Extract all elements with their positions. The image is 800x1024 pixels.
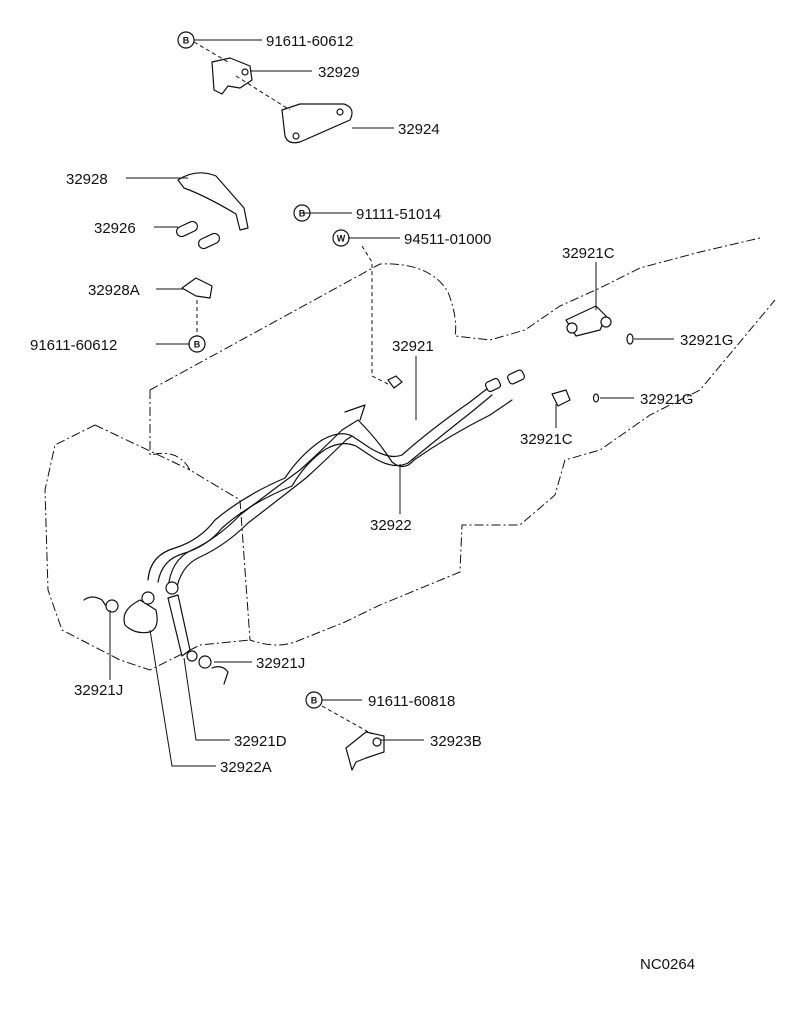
label-32922a: 32922A bbox=[220, 759, 272, 776]
label-32922: 32922 bbox=[370, 517, 412, 534]
bolt-symbol-text: B bbox=[299, 209, 306, 219]
fuel-pipe-32922 bbox=[167, 399, 513, 593]
engine-outline bbox=[44, 237, 776, 671]
bracket-32924 bbox=[281, 103, 353, 144]
label-32926: 32926 bbox=[94, 220, 136, 237]
label-32921j-right: 32921J bbox=[256, 655, 305, 672]
bolt-symbol-text: B bbox=[183, 36, 190, 46]
clamps-32921j bbox=[83, 596, 229, 685]
bolt-symbol-91111: B bbox=[293, 204, 311, 222]
clip-32928a bbox=[181, 277, 213, 299]
union-32921c bbox=[551, 305, 612, 407]
bolt-symbol-mid: B bbox=[188, 335, 206, 353]
bolt-symbol-bottom: B bbox=[305, 691, 323, 709]
part-labels: 91611-60612 32929 32924 32928 32926 9111… bbox=[30, 33, 733, 776]
label-32921c-mid: 32921C bbox=[520, 431, 573, 448]
washer-symbol-text: W bbox=[337, 234, 346, 244]
bolt-symbol-text: B bbox=[194, 340, 201, 350]
label-94511-01000: 94511-01000 bbox=[404, 231, 491, 248]
label-91611-60612-top: 91611-60612 bbox=[266, 33, 353, 50]
hose-32922a bbox=[123, 591, 158, 634]
bracket-32929 bbox=[211, 57, 253, 95]
assembly-lines bbox=[193, 41, 389, 735]
gaskets-32921g bbox=[592, 333, 634, 403]
pipe-end-fittings bbox=[387, 369, 525, 393]
label-91611-60612-mid: 91611-60612 bbox=[30, 337, 117, 354]
grommets-32926 bbox=[175, 220, 221, 250]
bracket-32928 bbox=[177, 172, 249, 231]
bolt-symbol-top: B bbox=[177, 31, 195, 49]
label-32921: 32921 bbox=[392, 338, 434, 355]
label-91611-60818: 91611-60818 bbox=[368, 693, 455, 710]
label-32929: 32929 bbox=[318, 64, 360, 81]
label-32921c-top: 32921C bbox=[562, 245, 615, 262]
fuel-pipe-32921 bbox=[147, 387, 493, 583]
bracket-32923b bbox=[345, 731, 385, 771]
label-32921g-top: 32921G bbox=[680, 332, 733, 349]
label-32924: 32924 bbox=[398, 121, 440, 138]
hose-32921d bbox=[165, 581, 191, 657]
label-32928a: 32928A bbox=[88, 282, 140, 299]
label-32921d: 32921D bbox=[234, 733, 287, 750]
label-32921j-left: 32921J bbox=[74, 682, 123, 699]
washer-symbol: W bbox=[332, 229, 350, 247]
label-32928: 32928 bbox=[66, 171, 108, 188]
bolt-symbol-text: B bbox=[311, 696, 318, 706]
label-32923b: 32923B bbox=[430, 733, 482, 750]
label-91111-51014: 91111-51014 bbox=[356, 206, 441, 223]
drawing-code: NC0264 bbox=[640, 956, 695, 973]
label-32921g-mid: 32921G bbox=[640, 391, 693, 408]
